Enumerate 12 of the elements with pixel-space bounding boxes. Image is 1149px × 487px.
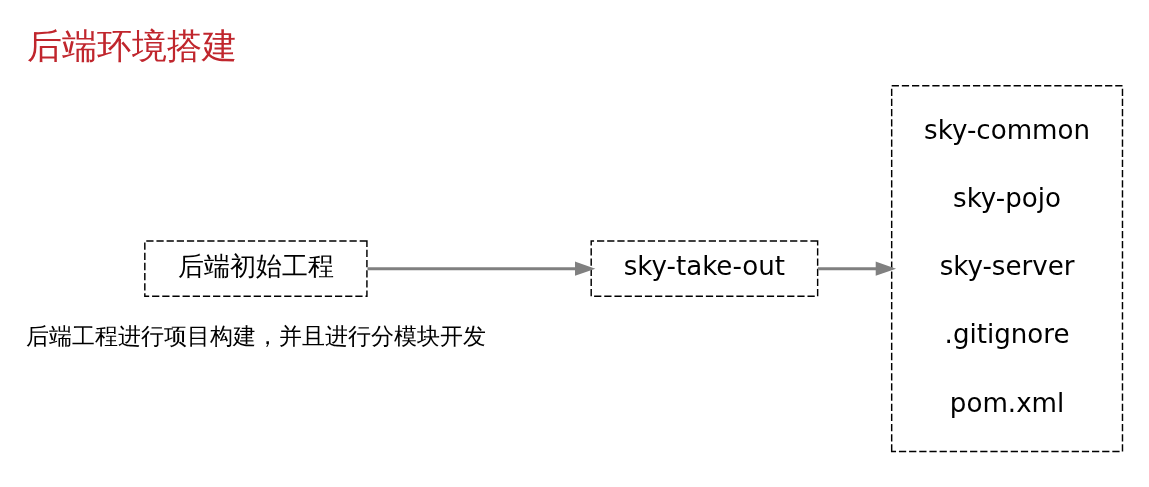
node-text: .gitignore bbox=[944, 318, 1070, 349]
node-text: pom.xml bbox=[949, 387, 1065, 418]
node-text: sky-common bbox=[924, 114, 1091, 145]
node-text: sky-pojo bbox=[953, 182, 1062, 213]
node-box: 后端初始工程 bbox=[144, 239, 368, 297]
arrow bbox=[817, 261, 897, 276]
diagram-title: 后端环境搭建 bbox=[26, 25, 237, 66]
node-text: sky-server bbox=[939, 250, 1075, 281]
arrow bbox=[367, 261, 596, 276]
node-box: sky-take-out bbox=[590, 239, 819, 297]
cluster bbox=[890, 84, 1124, 452]
label: 后端工程进行项目构建，并且进行分模块开发 bbox=[25, 321, 486, 349]
